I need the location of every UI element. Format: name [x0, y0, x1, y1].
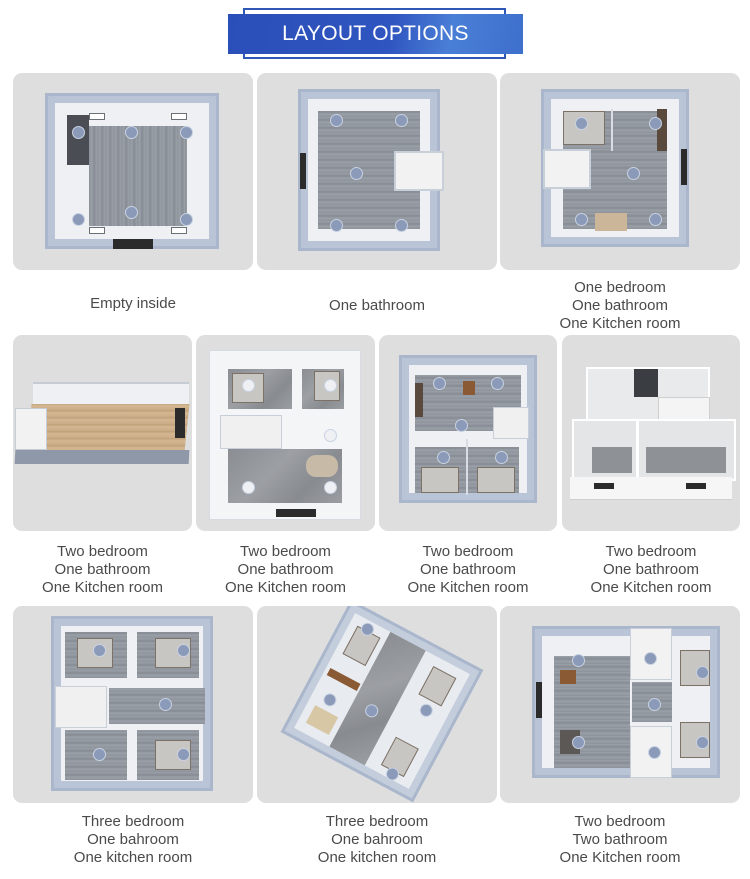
layout-option-caption: Three bedroom One bahroom One kitchen ro…: [317, 813, 437, 866]
layout-option-caption: Three bedroom One bahroom One kitchen ro…: [73, 813, 193, 866]
layout-option-3bed-square: [13, 606, 253, 803]
floor-plan-image: [14, 382, 191, 467]
page-title: LAYOUT OPTIONS: [282, 22, 469, 45]
layout-option-2bed-2bath: [500, 606, 740, 803]
floor-plan-image: [532, 626, 720, 778]
layout-option-1bed-1bath-1kitchen: [500, 73, 740, 270]
floor-plan-image: [209, 350, 361, 520]
layout-option-2bed-stone: [196, 335, 375, 531]
floor-plan-image: [45, 93, 219, 249]
header-banner: LAYOUT OPTIONS: [228, 14, 523, 54]
layout-option-2bed-3d: [562, 335, 740, 531]
layout-option-2bed-perspective: [13, 335, 192, 531]
floor-plan-image: [298, 89, 444, 251]
layout-option-caption: Empty inside: [90, 295, 176, 312]
layout-option-caption: Two bedroom Two bathroom One Kitchen roo…: [559, 813, 681, 866]
layout-option-empty: [13, 73, 253, 270]
layout-option-caption: Two bedroom One bathroom One Kitchen roo…: [42, 543, 163, 596]
layout-option-one-bathroom: [257, 73, 497, 270]
floor-plan-image: [570, 367, 736, 500]
layout-option-caption: One bedroom One bathroom One Kitchen roo…: [559, 279, 681, 332]
layout-option-caption: Two bedroom One bathroom One Kitchen roo…: [225, 543, 346, 596]
layout-option-3bed-rotated: [257, 606, 497, 803]
floor-plan-image: [399, 355, 537, 503]
layout-option-caption: Two bedroom One bathroom One Kitchen roo…: [407, 543, 529, 596]
layout-option-caption: One bathroom: [329, 297, 425, 314]
floor-plan-image: [51, 616, 213, 791]
layout-option-caption: Two bedroom One bathroom One Kitchen roo…: [590, 543, 712, 596]
floor-plan-image: [280, 606, 484, 803]
floor-plan-image: [541, 89, 689, 247]
layout-option-2bed-dining: [379, 335, 557, 531]
